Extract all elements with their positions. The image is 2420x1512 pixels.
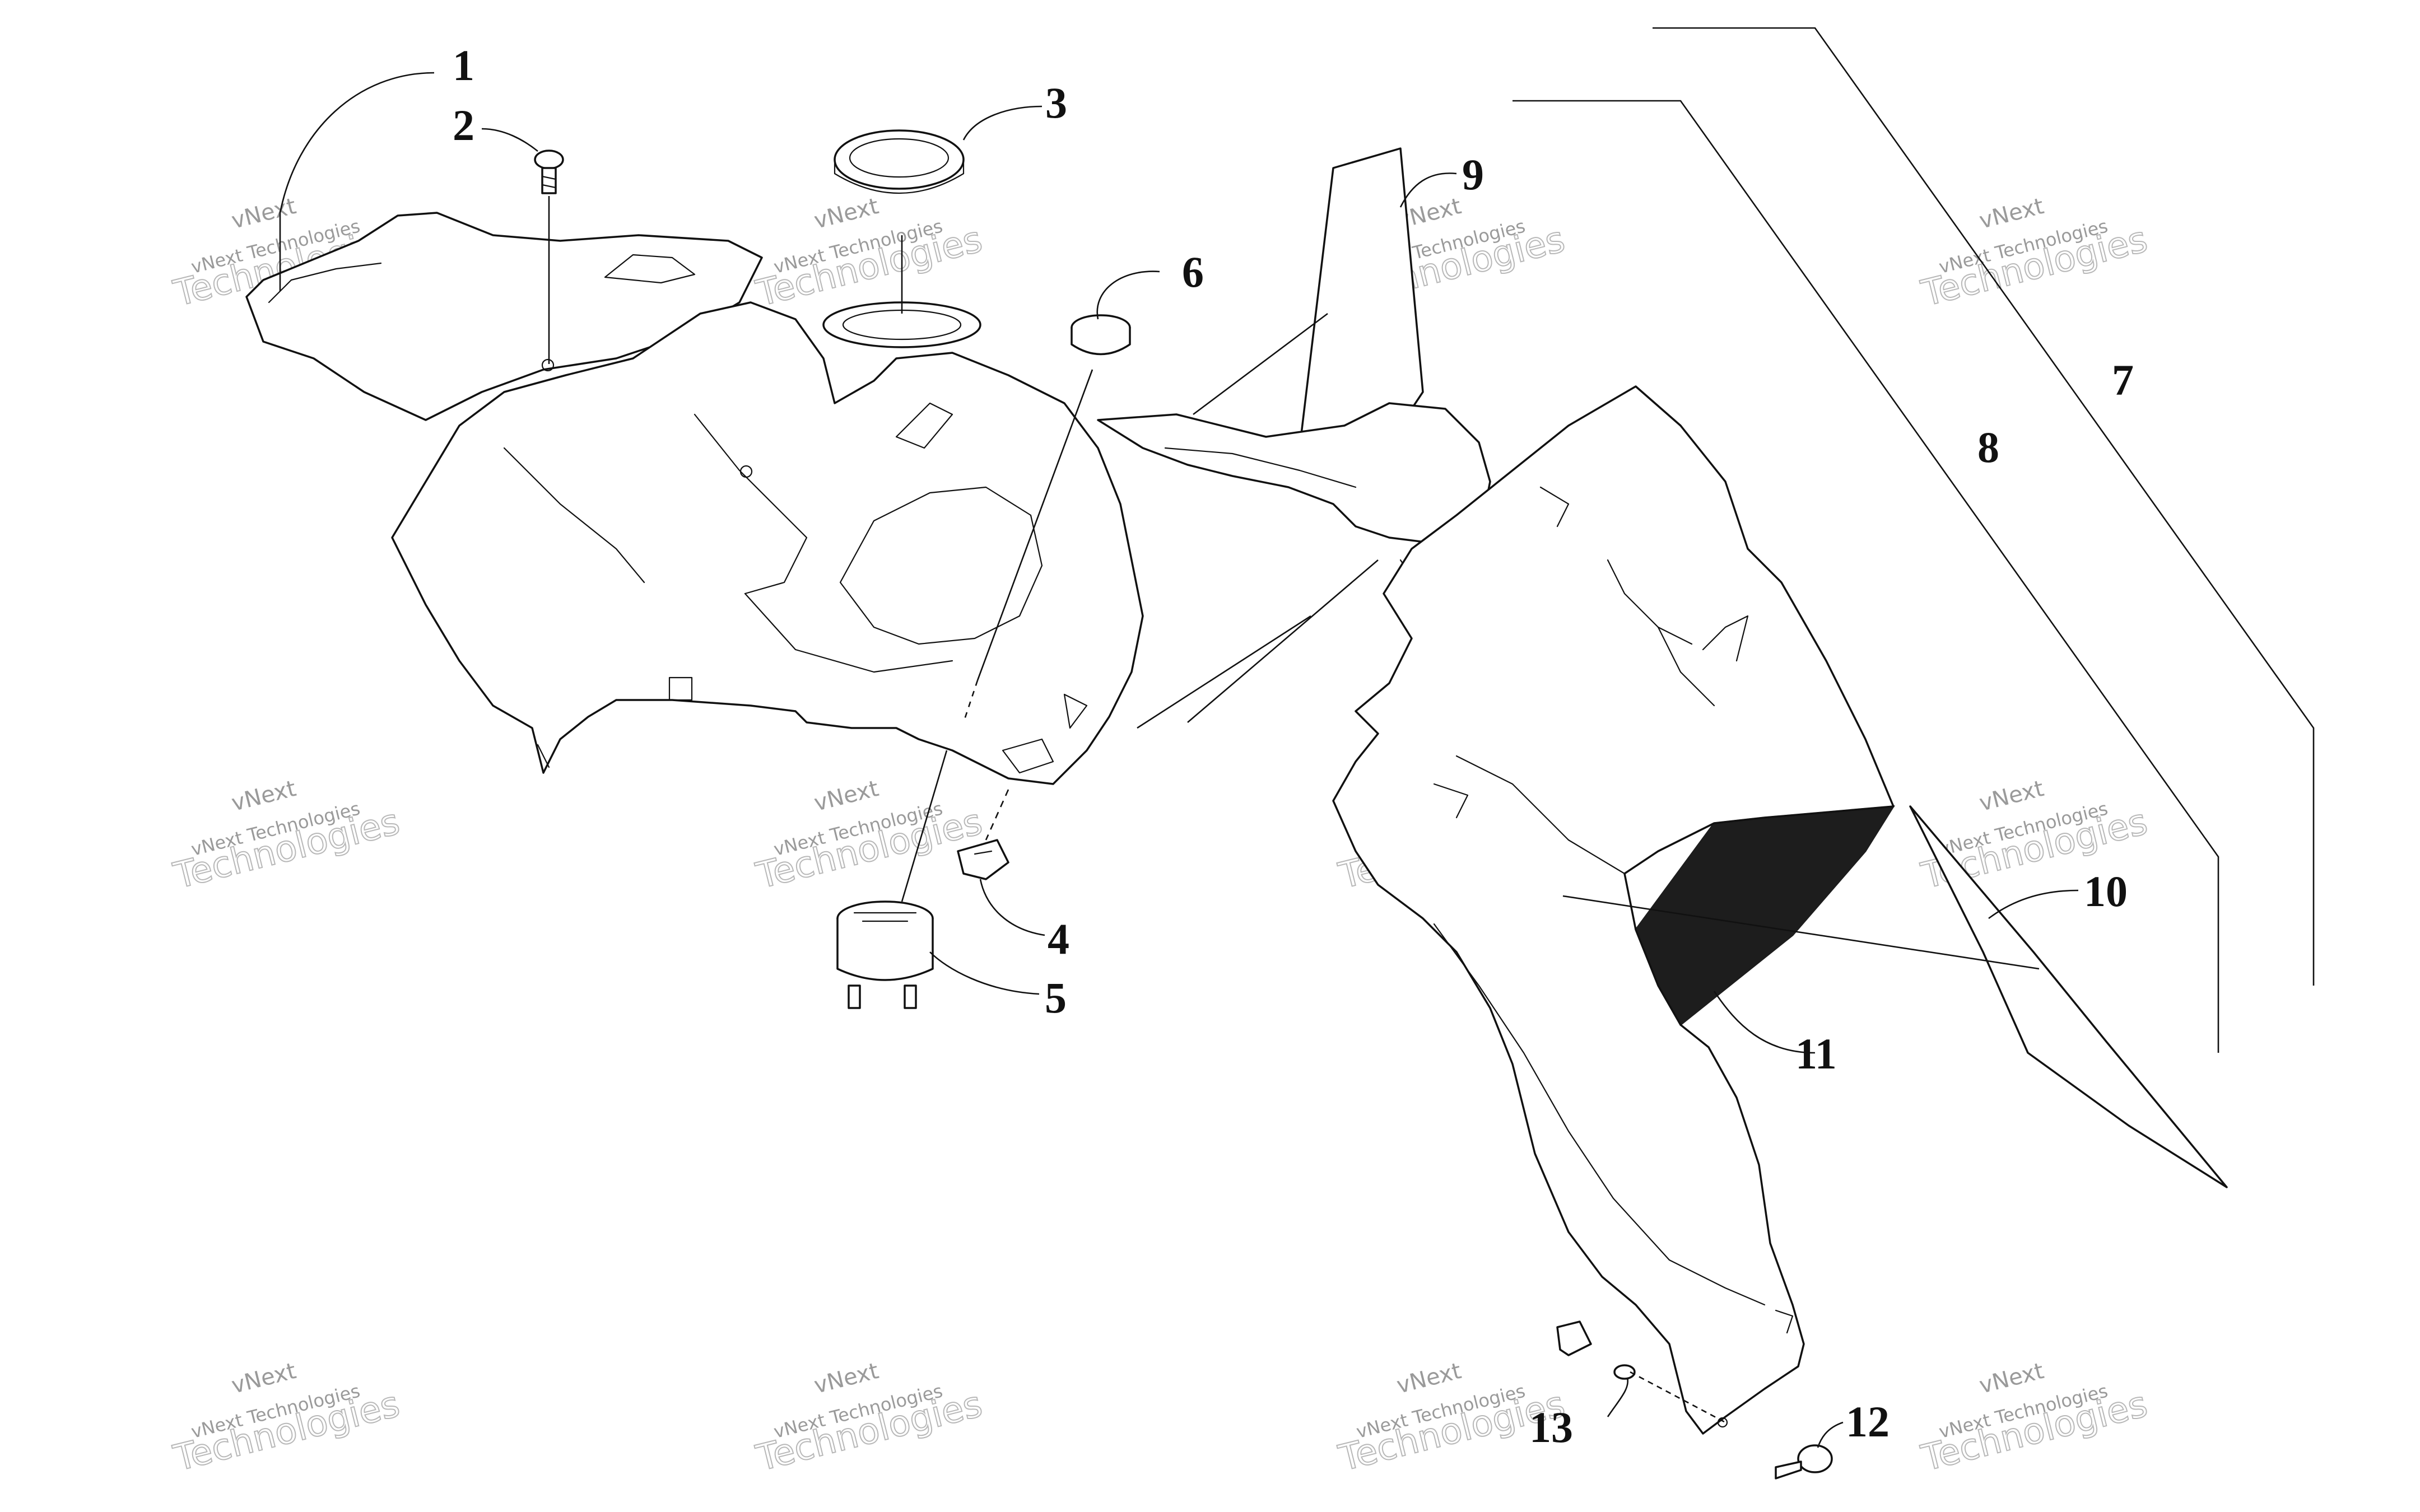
watermark-tile: vNext vNext Technologies Technologies bbox=[752, 193, 987, 315]
callout-1: 1 bbox=[453, 41, 474, 90]
callout-5: 5 bbox=[1045, 973, 1067, 1022]
washer-part bbox=[1613, 1364, 1636, 1380]
decal-part bbox=[1635, 805, 1895, 1026]
svg-text:vNext: vNext bbox=[1977, 193, 2047, 234]
svg-text:vNext: vNext bbox=[1977, 1358, 2047, 1399]
callout-4: 4 bbox=[1048, 914, 1069, 963]
svg-text:vNext: vNext bbox=[229, 1358, 299, 1399]
svg-text:vNext: vNext bbox=[1394, 1358, 1464, 1399]
svg-text:vNext: vNext bbox=[1977, 776, 2047, 816]
callout-10: 10 bbox=[2084, 867, 2128, 916]
fastener-part bbox=[1775, 1444, 1833, 1480]
callout-6: 6 bbox=[1182, 248, 1204, 296]
svg-text:vNext: vNext bbox=[229, 776, 299, 816]
callout-8: 8 bbox=[1977, 423, 1999, 472]
callout-2: 2 bbox=[453, 101, 474, 150]
callout-13: 13 bbox=[1529, 1403, 1573, 1452]
callout-3: 3 bbox=[1045, 78, 1067, 127]
screw-part bbox=[534, 150, 564, 194]
callout-7: 7 bbox=[2112, 356, 2134, 404]
retainer-clip-part bbox=[1556, 1320, 1592, 1356]
svg-text:vNext: vNext bbox=[812, 776, 882, 816]
watermark-tile: vNext vNext Technologies Technologies bbox=[752, 776, 987, 898]
switch-part bbox=[836, 900, 934, 1009]
dash-panel-part bbox=[245, 212, 1144, 785]
callout-11: 11 bbox=[1795, 1029, 1837, 1078]
watermark-tile: vNext vNext Technologies Technologies bbox=[752, 1358, 987, 1480]
watermark-tile: vNext vNext Technologies Technologies bbox=[169, 776, 404, 898]
watermark-tile: vNext vNext Technologies Technologies bbox=[1917, 193, 2152, 315]
clip-part bbox=[957, 839, 1009, 880]
callout-9: 9 bbox=[1462, 150, 1484, 199]
svg-text:vNext: vNext bbox=[812, 193, 882, 234]
watermark-tile: vNext vNext Technologies Technologies bbox=[169, 1358, 404, 1480]
cap-part bbox=[1071, 314, 1131, 356]
decal-triangle-part bbox=[1909, 805, 2228, 1188]
svg-text:vNext: vNext bbox=[812, 1358, 882, 1399]
callout-12: 12 bbox=[1846, 1397, 1890, 1446]
watermark-tile: vNext vNext Technologies Technologies bbox=[1917, 1358, 2152, 1480]
callout-labels: 1 2 3 4 5 6 7 8 9 10 11 12 13 bbox=[453, 41, 2134, 1452]
ring-part bbox=[834, 129, 965, 194]
svg-text:vNext: vNext bbox=[229, 193, 299, 234]
side-panel-part bbox=[1097, 147, 1895, 1435]
leader-lines bbox=[279, 27, 2315, 1448]
